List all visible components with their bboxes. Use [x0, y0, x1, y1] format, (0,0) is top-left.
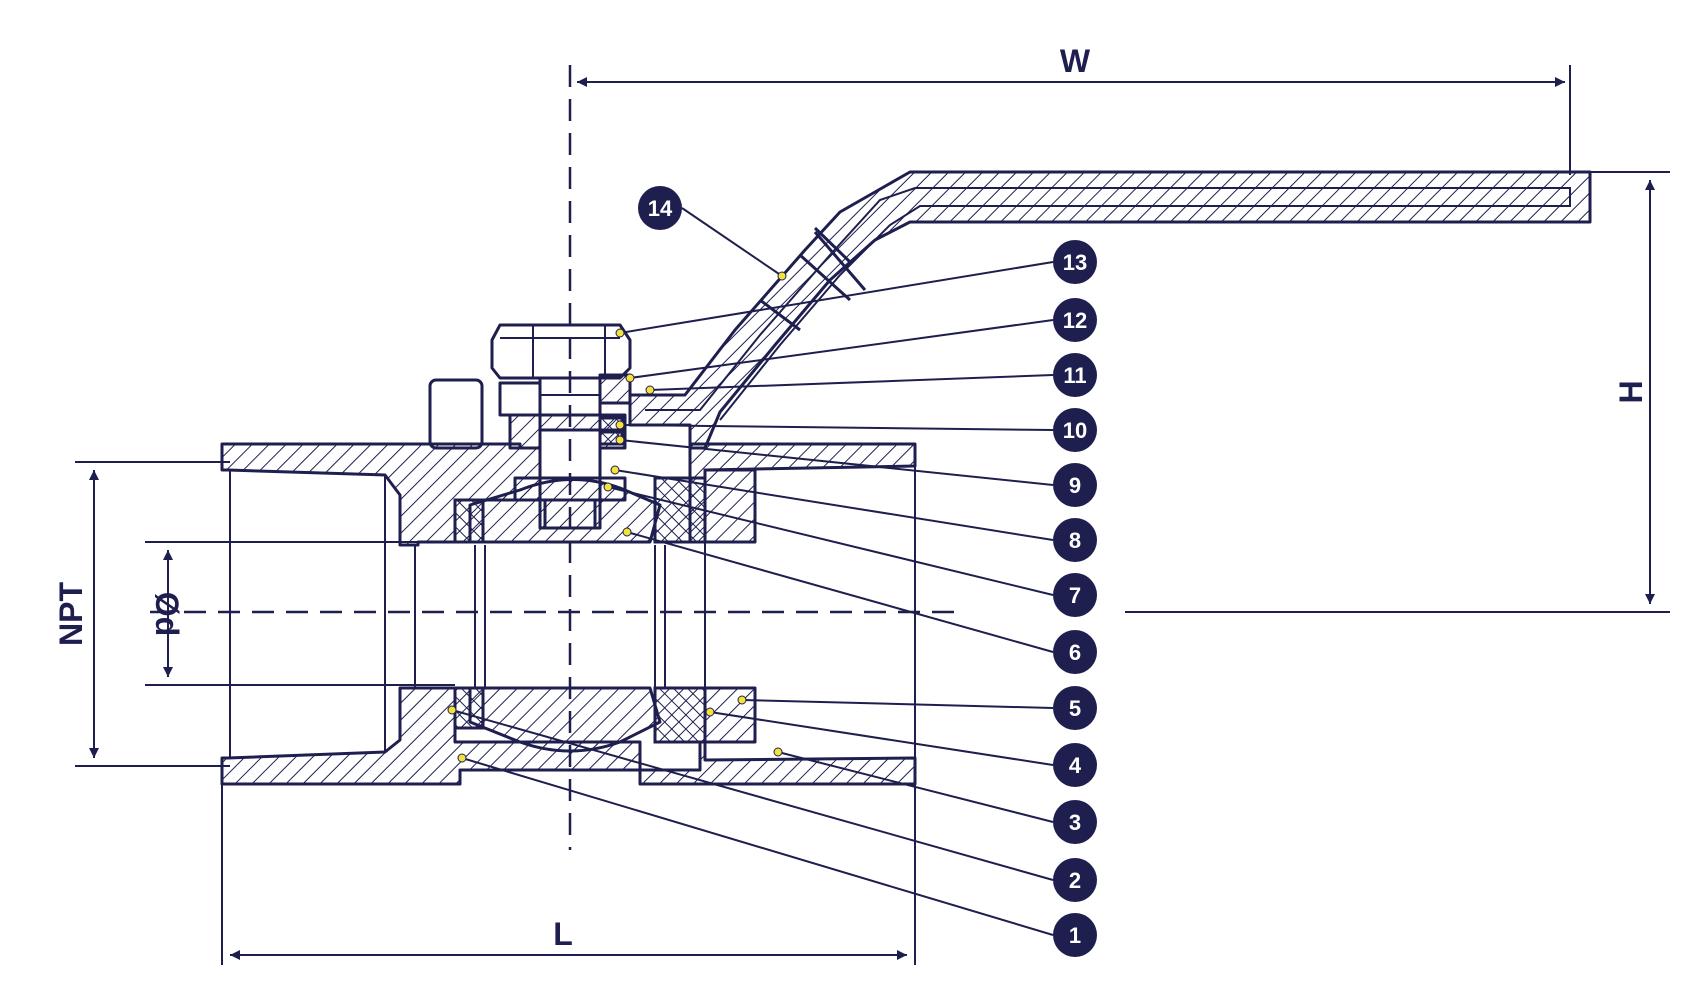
callout-4: 4 — [705, 707, 1097, 787]
callout-leader — [607, 486, 1054, 596]
callout-6: 6 — [622, 527, 1097, 674]
callout-leader — [626, 531, 1054, 653]
callout-14: 14 — [638, 186, 787, 281]
callout-number: 8 — [1069, 528, 1081, 553]
callout-leader — [614, 469, 1054, 541]
callout-number: 14 — [648, 196, 673, 221]
callout-number: 3 — [1069, 810, 1081, 835]
callout-badge — [1053, 518, 1097, 562]
callout-number: 11 — [1063, 363, 1086, 388]
dimension-bore: Ød — [145, 541, 455, 686]
callout-number: 1 — [1069, 923, 1081, 948]
callout-badge — [1053, 858, 1097, 902]
callout-anchor-dot — [447, 705, 457, 715]
callout-1: 1 — [457, 753, 1097, 957]
callout-number: 5 — [1069, 696, 1081, 721]
callout-leader — [629, 319, 1054, 379]
callout-anchor-dot — [622, 527, 632, 537]
dimension-w: W — [577, 43, 1571, 175]
dimension-label-h: H — [1613, 380, 1649, 403]
callout-anchor-dot — [615, 435, 625, 445]
callout-12: 12 — [625, 298, 1097, 383]
callout-anchor-dot — [737, 695, 747, 705]
callout-anchor-dot — [773, 747, 783, 757]
callout-anchor-dot — [615, 328, 625, 338]
callout-5: 5 — [737, 686, 1097, 730]
callout-badge — [1053, 353, 1097, 397]
callout-anchor-dot — [705, 707, 715, 717]
dimension-label-bore: Ød — [149, 592, 185, 636]
callout-anchor-dot — [645, 385, 655, 395]
callout-7: 7 — [603, 482, 1097, 617]
callout-11: 11 — [645, 353, 1097, 397]
callout-anchor-dot — [457, 753, 467, 763]
callout-leader — [619, 261, 1054, 334]
callout-badge — [1053, 573, 1097, 617]
callout-anchor-dot — [615, 420, 625, 430]
callout-number: 6 — [1069, 640, 1081, 665]
callout-number: 10 — [1063, 418, 1087, 443]
callout-leader — [649, 374, 1054, 391]
callout-number: 4 — [1069, 753, 1082, 778]
callout-number: 13 — [1063, 250, 1087, 275]
callout-badge — [1053, 686, 1097, 730]
callout-leader — [619, 424, 1054, 431]
dimension-l: L — [221, 784, 916, 965]
callout-leader — [619, 439, 1054, 486]
callout-badge — [1053, 743, 1097, 787]
callout-badge — [1053, 913, 1097, 957]
dimension-label-l: L — [553, 916, 573, 952]
callout-leader — [451, 709, 1054, 881]
callout-badge — [1053, 463, 1097, 507]
ball — [468, 477, 666, 753]
handle-nut — [490, 323, 632, 380]
callout-badge — [1053, 800, 1097, 844]
callout-leader — [741, 699, 1054, 709]
dimension-label-w: W — [1060, 43, 1091, 79]
callout-anchor-dot — [603, 482, 613, 492]
callout-badge — [638, 186, 682, 230]
callout-13: 13 — [615, 240, 1097, 338]
callout-8: 8 — [610, 465, 1097, 562]
stem-assembly — [428, 373, 632, 530]
callout-leader — [709, 711, 1054, 766]
callout-10: 10 — [615, 408, 1097, 452]
callout-anchor-dot — [777, 271, 787, 281]
callout-3: 3 — [773, 747, 1097, 844]
handle — [628, 170, 1592, 450]
callout-leader — [461, 757, 1054, 936]
callout-number: 7 — [1069, 583, 1081, 608]
callout-badge — [1053, 298, 1097, 342]
dimension-label-npt: NPT — [53, 582, 89, 646]
callout-2: 2 — [447, 705, 1097, 902]
callout-anchor-dot — [610, 465, 620, 475]
dimension-h: H — [1125, 171, 1670, 613]
dimension-npt: NPT — [53, 461, 230, 767]
callout-badge — [1053, 240, 1097, 284]
callout-badge — [1053, 408, 1097, 452]
callout-anchor-dot — [625, 373, 635, 383]
callout-badge — [1053, 630, 1097, 674]
callout-leader — [681, 207, 783, 277]
callout-number: 12 — [1063, 308, 1087, 333]
callout-9: 9 — [615, 435, 1097, 507]
callout-number: 9 — [1069, 473, 1081, 498]
callout-number: 2 — [1069, 868, 1081, 893]
callout-leader — [777, 751, 1054, 823]
